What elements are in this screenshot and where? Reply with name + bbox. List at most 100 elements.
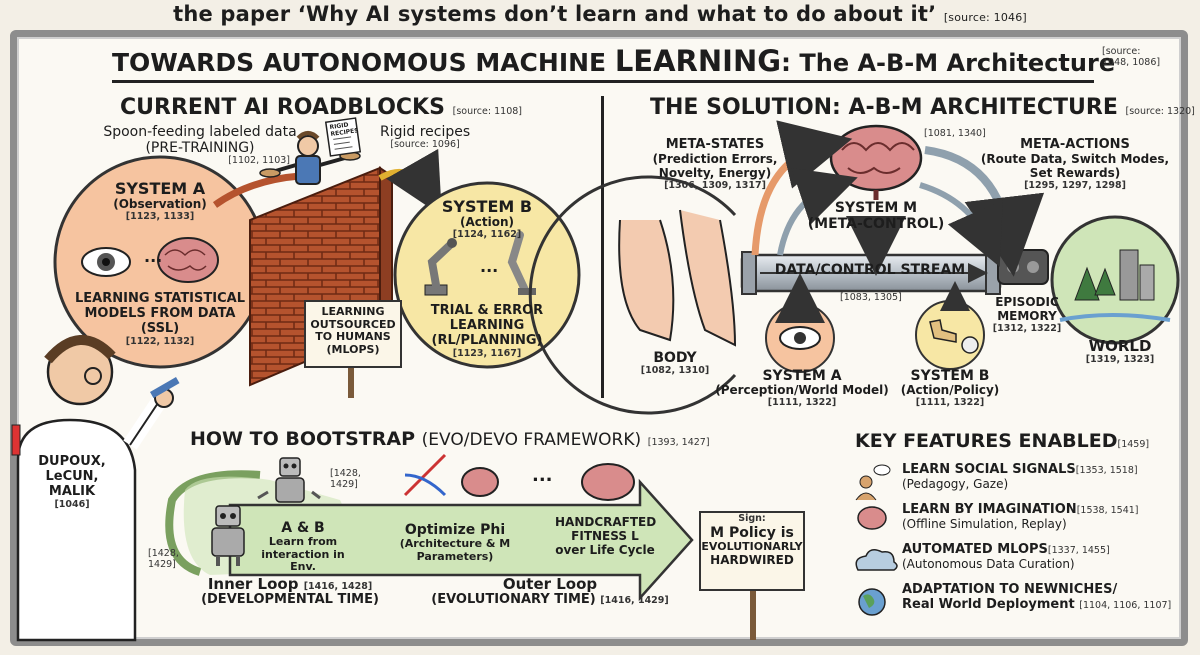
feature-3-sub: Real World Deployment: [902, 597, 1075, 612]
feature-0-title: LEARN SOCIAL SIGNALS: [902, 462, 1076, 477]
system-b-cite: [1124, 1162]: [452, 229, 522, 241]
spoon-cite: [1102, 1103]: [228, 155, 290, 167]
feature-2-cite: [1337, 1455]: [1047, 545, 1110, 556]
authors-cite: [1046]: [54, 498, 90, 510]
diagram-title: TOWARDS AUTONOMOUS MACHINE LEARNING: The…: [112, 44, 1115, 78]
eye-icon-right: [779, 326, 821, 350]
episodic-label: EPISODIC MEMORY [1312, 1322]: [988, 295, 1066, 335]
left-loop-cite: [1428, 1429]: [148, 548, 179, 570]
system-b-right-label: SYSTEM B (Action/Policy) [1111, 1322]: [900, 368, 1000, 409]
body-title: BODY: [653, 350, 697, 366]
system-b-right-title: SYSTEM B: [910, 368, 990, 384]
arrow-a-to-top: [212, 172, 301, 208]
episodic-sub: MEMORY: [997, 308, 1057, 323]
robot-cite-1: 1429]: [330, 479, 358, 490]
system-b-body: TRIAL & ERROR LEARNING (RL/PLANNING) [11…: [420, 303, 554, 360]
ab-sub-0: Learn from: [268, 535, 338, 549]
sign-line-3: (MLOPS): [326, 342, 380, 356]
brain-icon-large: [581, 463, 635, 501]
title-source-a: [source:: [1102, 46, 1141, 57]
fitness-0: HANDCRAFTED: [555, 515, 657, 529]
feature-2-title: AUTOMATED MLOPS: [902, 542, 1048, 557]
bootstrap-heading-2: (EVO/DEVO FRAMEWORK): [421, 430, 642, 450]
feature-item: AUTOMATED MLOPS[1337, 1455] (Autonomous …: [902, 542, 1194, 582]
inner-loop-title: Inner Loop: [207, 575, 299, 593]
ab-title: A & B: [281, 520, 325, 536]
robot-cite-0: [1428,: [330, 468, 361, 479]
fitness-2: over Life Cycle: [555, 542, 655, 557]
robot-arm-icon: [424, 238, 457, 296]
signpost: [348, 340, 354, 398]
system-m-sub: (META-CONTROL): [807, 216, 945, 233]
sign-head: Sign:: [738, 513, 766, 524]
ab-sub-1: interaction in Env.: [261, 547, 345, 574]
feature-0-sub: (Pedagogy, Gaze): [902, 477, 1009, 491]
caption-source: [source: 1046]: [943, 11, 1027, 24]
meta-action-arrow: [924, 146, 1045, 277]
robot-icon-bottom: [211, 505, 245, 566]
authors: DUPOUX, LeCUN, MALIK [1046]: [22, 454, 122, 511]
episodic-memory-device: [997, 249, 1049, 285]
system-a-body1: LEARNING STATISTICAL: [75, 291, 245, 306]
trees-city-icon: [1059, 249, 1171, 322]
meta-states-1: (Prediction Errors,: [652, 151, 778, 166]
right-heading-text: THE SOLUTION: A-B-M ARCHITECTURE: [650, 95, 1118, 120]
left-heading-source: [source: 1108]: [452, 106, 522, 117]
dna-icon: [403, 453, 447, 497]
body-circle: [528, 175, 737, 415]
meta-states-title: META-STATES: [665, 137, 765, 152]
outer-loop-big-arrow: [228, 478, 694, 602]
outer-loop-title: Outer Loop: [502, 575, 598, 593]
hardwired-0: M Policy is: [710, 524, 794, 541]
left-heading: CURRENT AI ROADBLOCKS [source: 1108]: [120, 95, 522, 120]
title-colon: :: [781, 48, 792, 77]
brain-icon-feature: [857, 506, 887, 530]
title-prefix: TOWARDS AUTONOMOUS MACHINE: [112, 48, 615, 77]
inner-loop-label: Inner Loop [1416, 1428] (DEVELOPMENTAL T…: [200, 575, 380, 608]
brain-icon-system-m: [829, 124, 923, 200]
feature-3-cite: [1104, 1106, 1107]: [1079, 600, 1172, 611]
sign-line-1: OUTSOURCED: [310, 317, 396, 331]
shoe-ball-icon: [929, 319, 979, 354]
system-a-body3: (SSL): [140, 320, 180, 336]
system-m-title: SYSTEM M: [834, 200, 918, 216]
world-title: WORLD: [1088, 337, 1152, 355]
fitness-1: FITNESS L: [571, 528, 639, 543]
feature-item: LEARN BY IMAGINATION[1538, 1541] (Offlin…: [902, 502, 1194, 542]
author-1: LeCUN,: [45, 468, 99, 484]
optimize-label: Optimize Phi (Architecture & M Parameter…: [360, 522, 550, 563]
sign-line-2: TO HUMANS: [315, 330, 391, 344]
title-emphasis: LEARNING: [614, 44, 782, 78]
meta-states-2: Novelty, Energy): [658, 165, 772, 180]
system-m-label: SYSTEM M (META-CONTROL): [806, 200, 946, 232]
ab-label: A & B Learn from interaction in Env.: [248, 520, 358, 574]
brain-icon-left: [157, 237, 219, 283]
system-a-cite2: [1122, 1132]: [125, 335, 195, 347]
body-label: BODY [1082, 1310]: [640, 350, 710, 377]
right-heading: THE SOLUTION: A-B-M ARCHITECTURE [source…: [650, 95, 1195, 120]
outer-loop-label: Outer Loop (EVOLUTIONARY TIME) [1416, 14…: [420, 575, 680, 608]
section-divider: [601, 96, 604, 398]
brain-cite: [1081, 1340]: [924, 128, 986, 139]
stream-cite: [1083, 1305]: [840, 292, 902, 303]
features-heading-text: KEY FEATURES ENABLED: [855, 430, 1118, 452]
rigid-source: [source: 1096]: [390, 139, 460, 151]
system-a-text: SYSTEM A (Observation) [1123, 1133]: [80, 179, 240, 223]
system-b-body1: TRIAL & ERROR: [430, 303, 544, 318]
bootstrap-heading: HOW TO BOOTSTRAP (EVO/DEVO FRAMEWORK) [1…: [190, 428, 710, 450]
system-b-text: SYSTEM B (Action) [1124, 1162]: [420, 197, 554, 241]
title-source-b: 1048, 1086]: [1102, 57, 1161, 69]
robot-cite: [1428, 1429]: [330, 468, 361, 490]
hardwired-sign: [699, 511, 805, 640]
right-heading-source: [source: 1320]: [1125, 106, 1195, 117]
inner-loop-sub: (DEVELOPMENTAL TIME): [201, 592, 379, 608]
world-cite: [1319, 1323]: [1085, 354, 1155, 366]
system-b-sub: (Action): [459, 215, 514, 230]
features-heading-src: [1459]: [1117, 439, 1150, 450]
legs-illustration: [618, 209, 737, 347]
robot-leg-icon: [507, 231, 536, 295]
system-b-body2: LEARNING: [449, 317, 525, 333]
feature-0-cite: [1353, 1518]: [1075, 465, 1138, 476]
author-0: DUPOUX,: [38, 454, 106, 469]
